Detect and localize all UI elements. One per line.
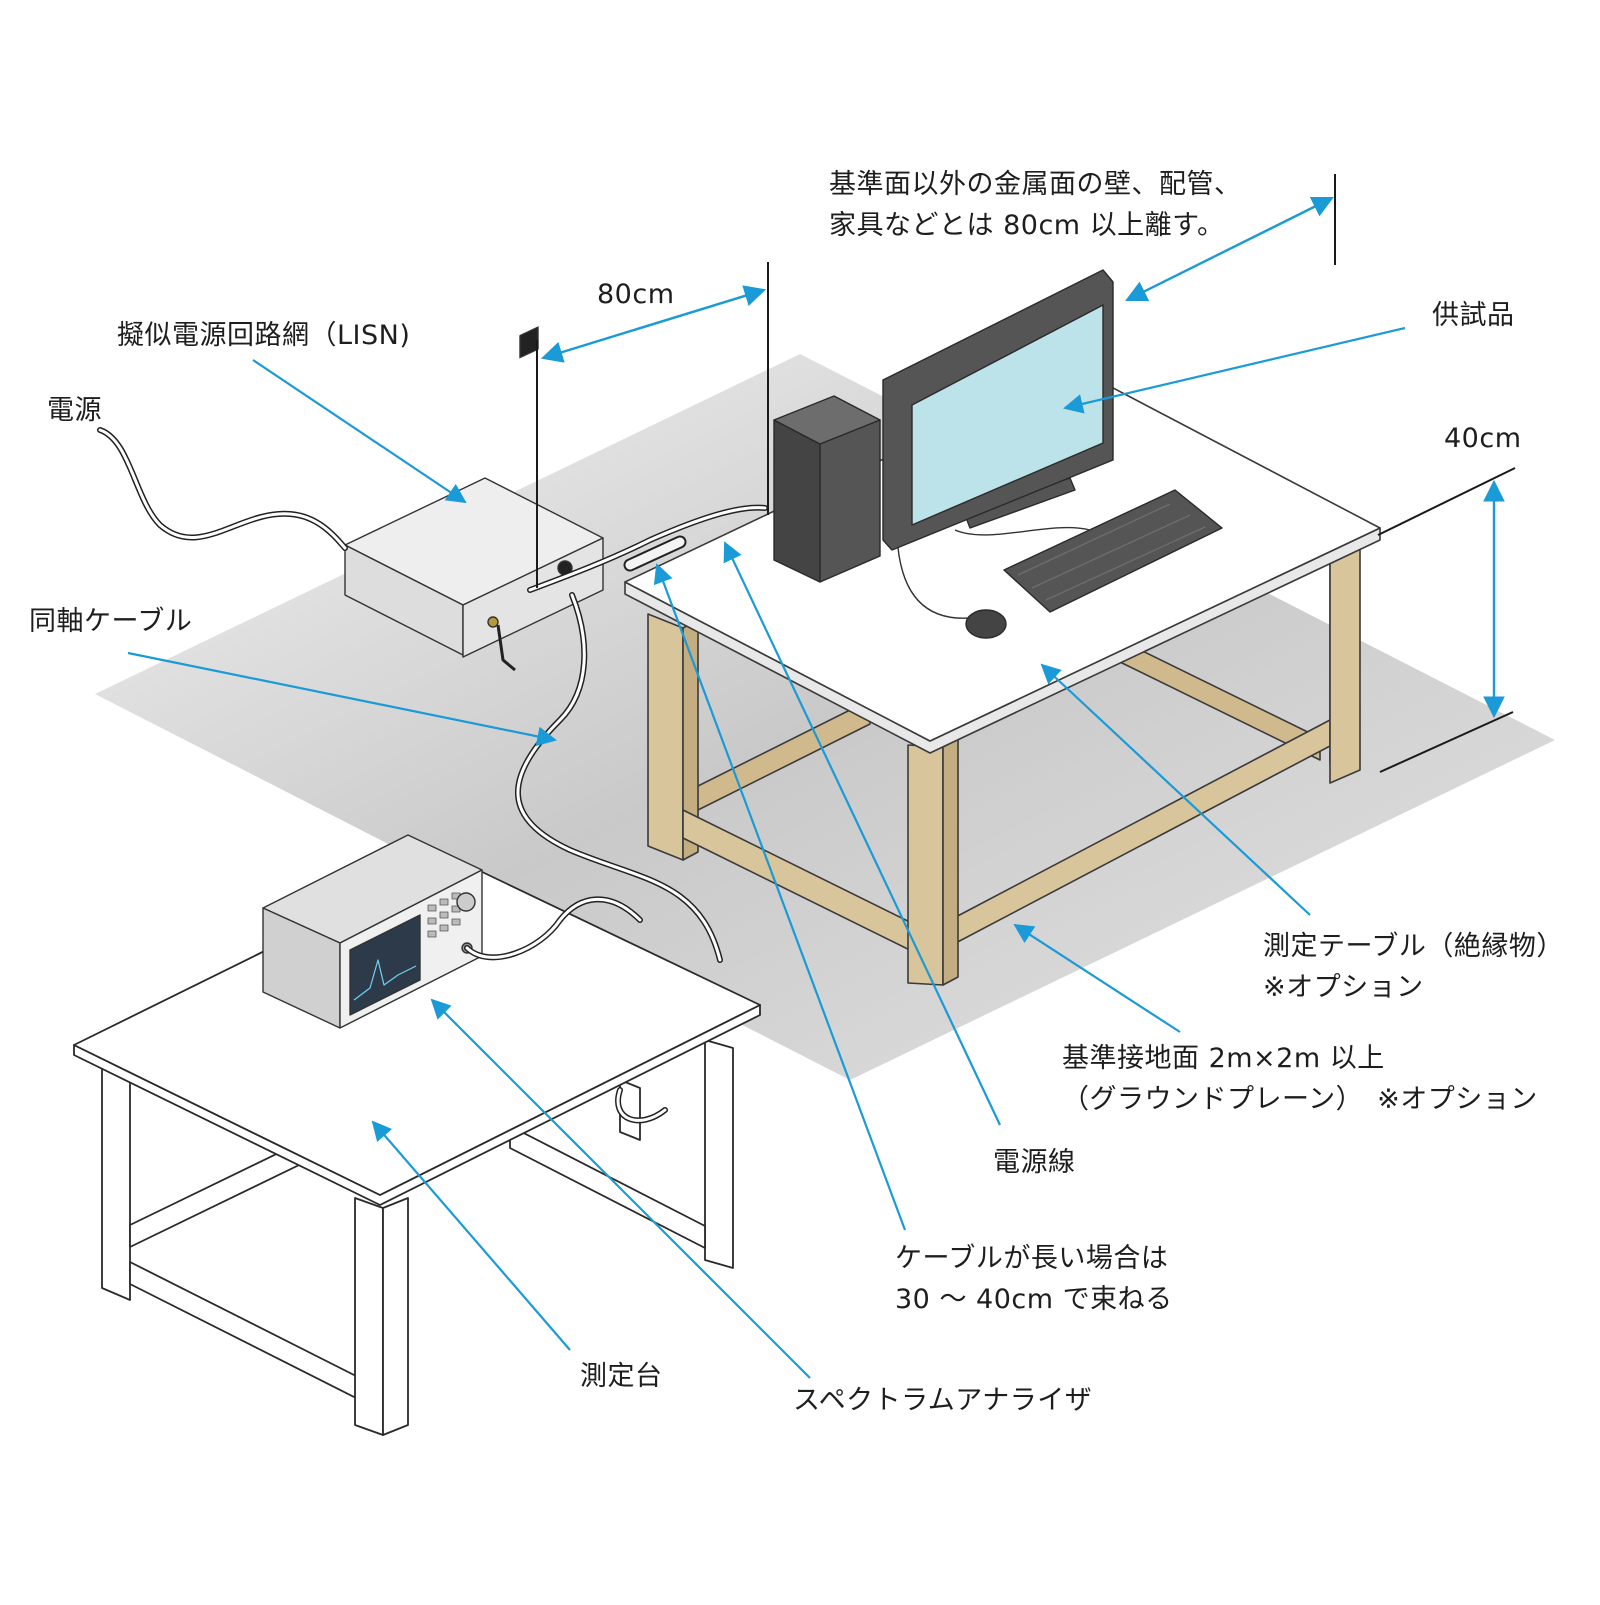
- keyboard-cable: [954, 526, 1091, 536]
- ext-line-40cm-top: [1377, 467, 1516, 536]
- dimension-lines: [536, 174, 1516, 773]
- label-lisn: 擬似電源回路網（LISN): [117, 320, 411, 351]
- leader-bundle: [653, 563, 907, 1231]
- label-eut: 供試品: [1432, 300, 1515, 331]
- ext-line-40cm-bottom: [1379, 711, 1514, 773]
- leader-lisn: [252, 359, 467, 504]
- lisn-outlet: [519, 326, 539, 359]
- label-bundle-line-2: 30 ～ 40cm で束ねる: [895, 1284, 1173, 1315]
- analyzer-trace: [353, 959, 417, 1001]
- lisn-connector: [487, 616, 499, 628]
- label-clearance-note: 基準面以外の金属面の壁、配管、 家具などとは 80cm 以上離す。: [829, 164, 1242, 246]
- dim-80cm-arrow: [540, 285, 767, 363]
- mouse: [965, 609, 1007, 639]
- analyzer-stand: [73, 857, 761, 1436]
- table-leg-front: [907, 744, 944, 986]
- pc-tower-front: [773, 419, 821, 583]
- label-ground-plane: 基準接地面 2m×2m 以上 （グラウンドプレーン） ※オプション: [1062, 1038, 1538, 1120]
- label-coax-cable: 同軸ケーブル: [29, 606, 193, 637]
- stand-leg-front-side: [382, 1197, 409, 1436]
- dim-clearance-arrow: [1125, 196, 1334, 302]
- dimension-arrows: [540, 196, 1505, 719]
- stand-leg-left: [101, 1057, 131, 1301]
- lisn-ground-strap: [496, 624, 516, 672]
- label-test-table-line-1: 測定テーブル（絶縁物）: [1263, 931, 1564, 962]
- analyzer-dial: [456, 892, 476, 912]
- stand-front-rail: [129, 1261, 361, 1401]
- leader-spectrum-analyzer: [430, 998, 811, 1379]
- stand-leg-front: [354, 1197, 384, 1436]
- label-analyzer-stand: 測定台: [580, 1361, 663, 1392]
- label-ground-plane-line-2: （グラウンドプレーン） ※オプション: [1062, 1084, 1538, 1115]
- eut-equipment: [773, 269, 1223, 639]
- label-ground-plane-line-1: 基準接地面 2m×2m 以上: [1062, 1043, 1385, 1074]
- label-power-cable: 電源線: [993, 1147, 1076, 1178]
- analyzer-keypad: [427, 892, 461, 938]
- leader-power-cable: [723, 541, 1001, 1126]
- label-test-table-line-2: ※オプション: [1263, 972, 1424, 1003]
- leader-coax: [127, 651, 557, 747]
- leader-analyzer-stand: [371, 1120, 571, 1351]
- table-leg-right: [1329, 534, 1361, 784]
- label-dim-80cm: 80cm: [597, 279, 675, 310]
- label-clearance-line-1: 基準面以外の金属面の壁、配管、: [829, 169, 1242, 200]
- label-power-source: 電源: [47, 395, 102, 426]
- monitor-screen: [911, 304, 1104, 526]
- mouse-cable: [897, 547, 971, 619]
- leader-ground-plane: [1013, 923, 1181, 1033]
- stand-back-rail: [509, 1125, 706, 1249]
- leader-eut: [1063, 326, 1406, 414]
- pc-tower-side: [819, 419, 881, 583]
- cables: [97, 427, 768, 1124]
- pc-tower-top: [773, 395, 881, 445]
- leader-lines: [127, 326, 1406, 1379]
- spectrum-analyzer: [262, 834, 483, 1029]
- label-test-table: 測定テーブル（絶縁物） ※オプション: [1263, 926, 1564, 1008]
- label-spectrum-analyzer: スペクトラムアナライザ: [793, 1385, 1093, 1416]
- label-dim-40cm: 40cm: [1444, 423, 1522, 454]
- stand-back-leg: [704, 1039, 734, 1269]
- label-bundle-line-1: ケーブルが長い場合は: [895, 1243, 1169, 1274]
- label-bundle-note: ケーブルが長い場合は 30 ～ 40cm で束ねる: [895, 1238, 1173, 1320]
- test-table: [624, 367, 1381, 986]
- lisn-box: [344, 326, 604, 672]
- table-leg-left: [647, 613, 684, 861]
- table-leg-front-side: [942, 738, 959, 986]
- leader-test-table: [1040, 663, 1311, 916]
- label-clearance-line-2: 家具などとは 80cm 以上離す。: [829, 210, 1225, 241]
- keyboard-keys: [1017, 503, 1206, 601]
